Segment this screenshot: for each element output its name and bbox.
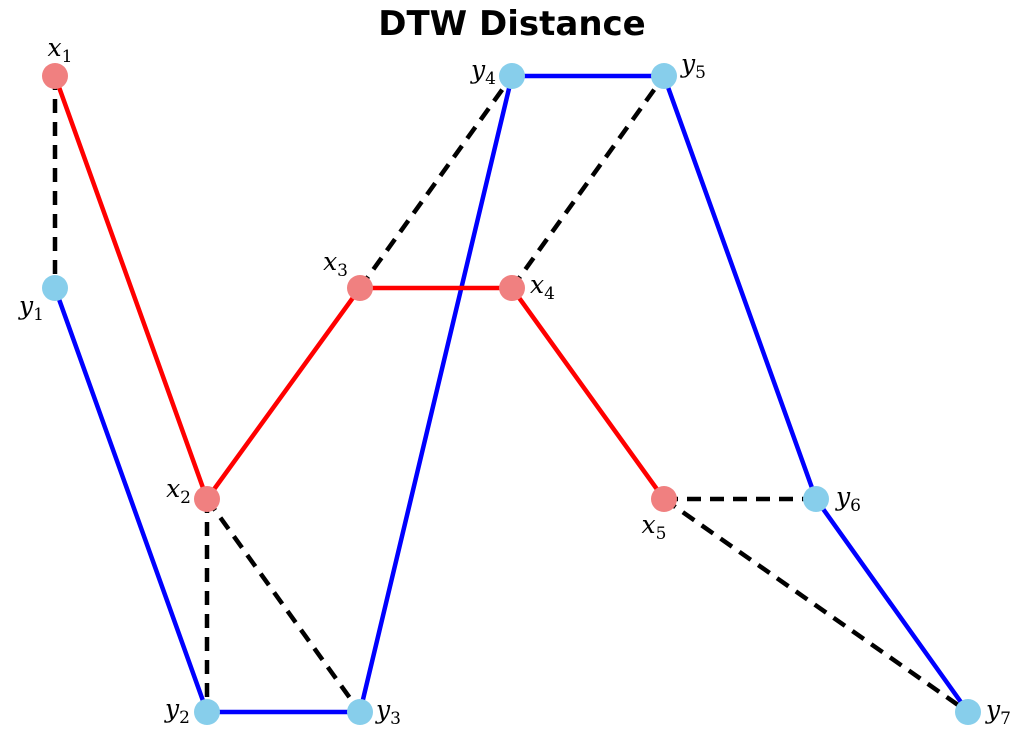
label-y3: y3 — [375, 695, 401, 729]
node-y3 — [347, 699, 373, 725]
alignment-x5-y7 — [662, 497, 970, 714]
node-x5 — [651, 486, 677, 512]
label-x3: x3 — [323, 247, 348, 281]
series-lines — [52, 73, 970, 715]
label-x4: x4 — [530, 270, 555, 304]
node-x1 — [42, 63, 68, 89]
alignment-x4-y5 — [510, 74, 666, 290]
series-y-line — [52, 73, 970, 715]
nodes — [42, 63, 981, 725]
label-x1: x1 — [48, 33, 73, 67]
label-y7: y7 — [985, 695, 1011, 729]
label-y1: y1 — [18, 291, 44, 325]
node-x3 — [347, 275, 373, 301]
node-y1 — [42, 275, 68, 301]
node-y7 — [955, 699, 981, 725]
node-y2 — [194, 699, 220, 725]
node-y4 — [499, 63, 525, 89]
alignment-x3-y4 — [358, 74, 514, 290]
node-x4 — [499, 275, 525, 301]
label-y5: y5 — [680, 49, 706, 83]
label-x5: x5 — [642, 510, 667, 544]
node-x2 — [194, 486, 220, 512]
alignment-x2-y3 — [205, 497, 362, 714]
label-y6: y6 — [835, 482, 861, 516]
label-x2: x2 — [166, 474, 191, 508]
node-y6 — [803, 486, 829, 512]
alignment-lines — [52, 74, 970, 714]
diagram-title: DTW Distance — [378, 4, 645, 44]
node-labels: x1 x2 x3 x4 x5 y1 y2 y3 y4 y5 y6 y7 — [18, 33, 1011, 729]
node-y5 — [651, 63, 677, 89]
label-y2: y2 — [164, 694, 190, 728]
label-y4: y4 — [470, 55, 496, 89]
